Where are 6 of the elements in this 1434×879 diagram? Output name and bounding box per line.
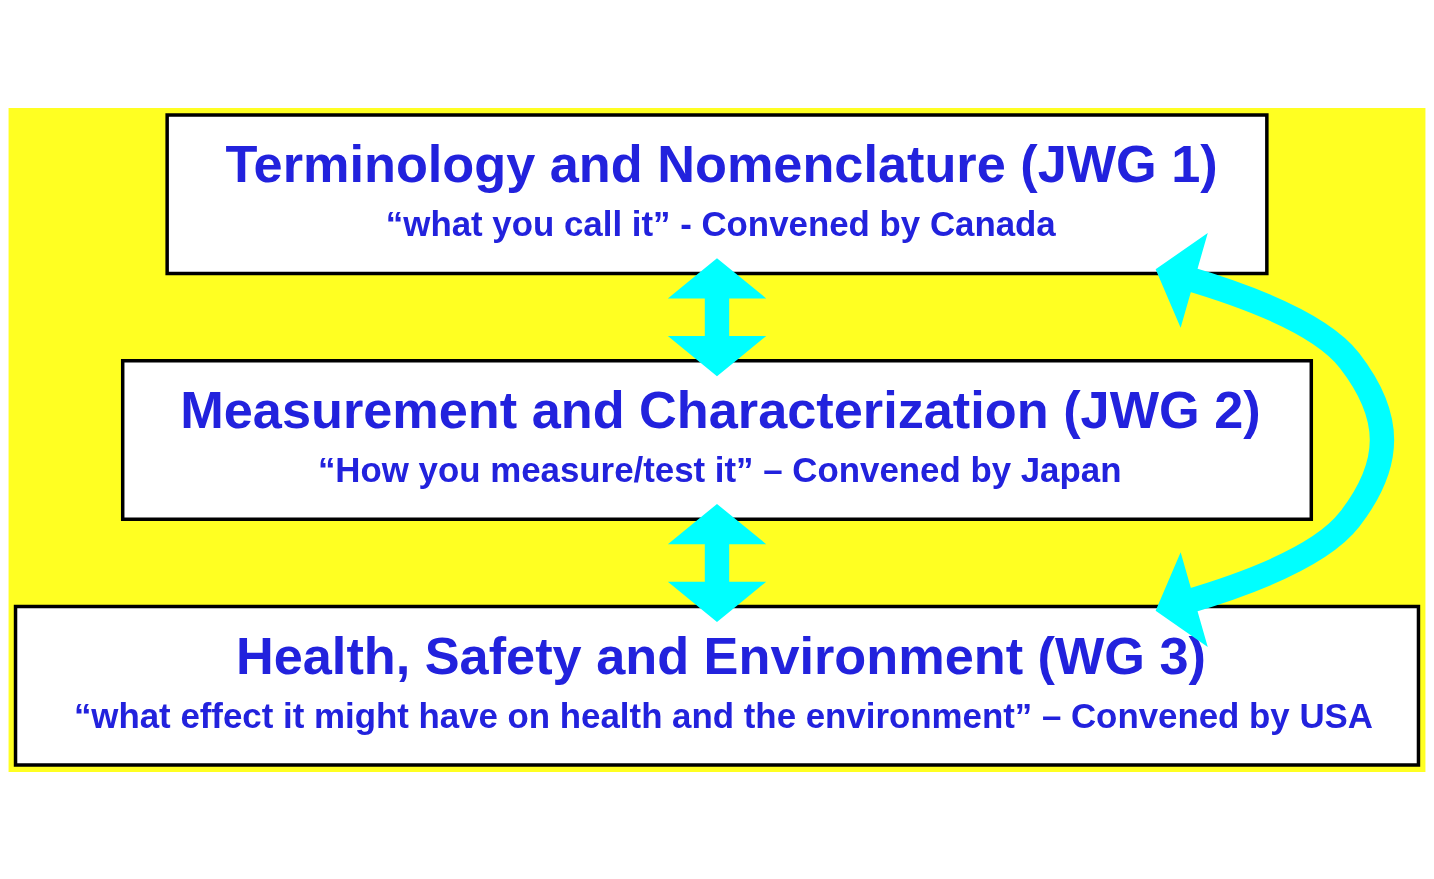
arrow bbox=[667, 257, 767, 376]
node-box: Terminology and Nomenclature (JWG 1) “what you call it” - Convened by Canada bbox=[165, 112, 1269, 275]
node-box: Health, Safety and Environment (WG 3) “what effect it might have on health and the environment” – Convened by USA bbox=[13, 604, 1421, 767]
node-box: Measurement and Characterization (JWG 2) “How you measure/test it” – Convened by Japan bbox=[120, 358, 1314, 521]
arrow bbox=[1155, 232, 1394, 647]
arrow bbox=[667, 503, 767, 622]
